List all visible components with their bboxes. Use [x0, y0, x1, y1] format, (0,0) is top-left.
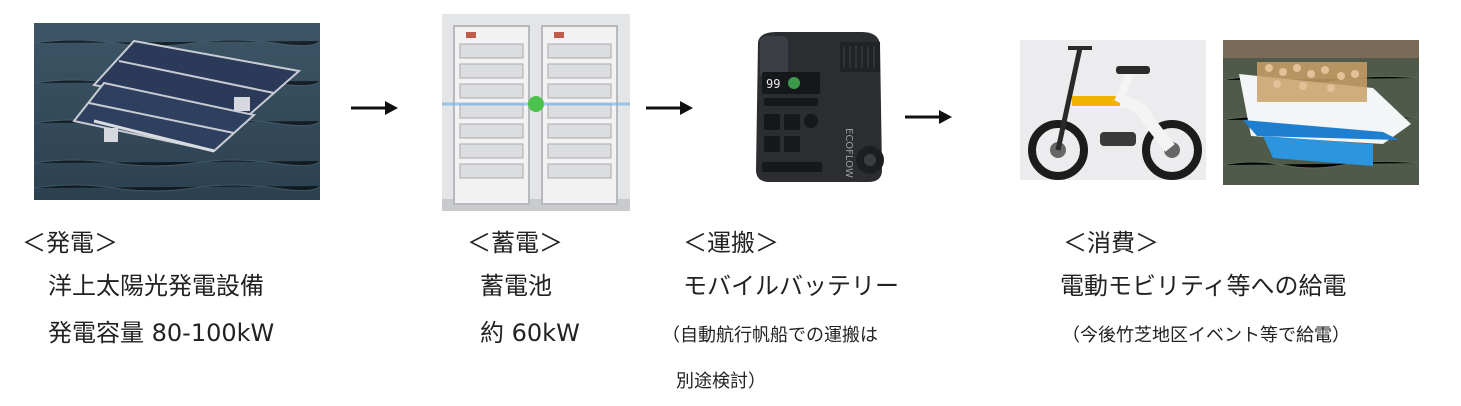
transport-line1: モバイルバッテリー	[683, 271, 899, 301]
battery-display-value: 99	[766, 77, 780, 91]
electric-boat-photo	[1223, 40, 1419, 185]
transport-note2: 別途検討）	[676, 370, 766, 394]
generation-heading: ＜発電＞	[22, 228, 118, 258]
arrow-right-icon	[905, 107, 953, 127]
storage-line1: 蓄電池	[480, 271, 552, 301]
consumption-note: （今後竹芝地区イベント等で給電）	[1062, 324, 1350, 348]
transport-heading: ＜運搬＞	[683, 228, 779, 258]
consumption-heading: ＜消費＞	[1063, 228, 1159, 258]
battery-rack-photo	[442, 14, 630, 211]
battery-brand-label: ECOFLOW	[843, 128, 854, 178]
arrow-right-icon	[646, 98, 694, 118]
storage-heading: ＜蓄電＞	[467, 228, 563, 258]
floating-solar-photo	[34, 23, 320, 200]
arrow-right-icon	[351, 98, 399, 118]
electric-bike-photo	[1020, 40, 1206, 180]
generation-line2: 発電容量 80-100kW	[48, 318, 274, 348]
consumption-line1: 電動モビリティ等への給電	[1060, 271, 1347, 301]
mobile-battery-photo: 99 ECOFLOW	[750, 30, 890, 190]
generation-line1: 洋上太陽光発電設備	[48, 271, 264, 301]
storage-line2: 約 60kW	[480, 318, 580, 348]
transport-note1: （自動航行帆船での運搬は	[662, 324, 878, 348]
